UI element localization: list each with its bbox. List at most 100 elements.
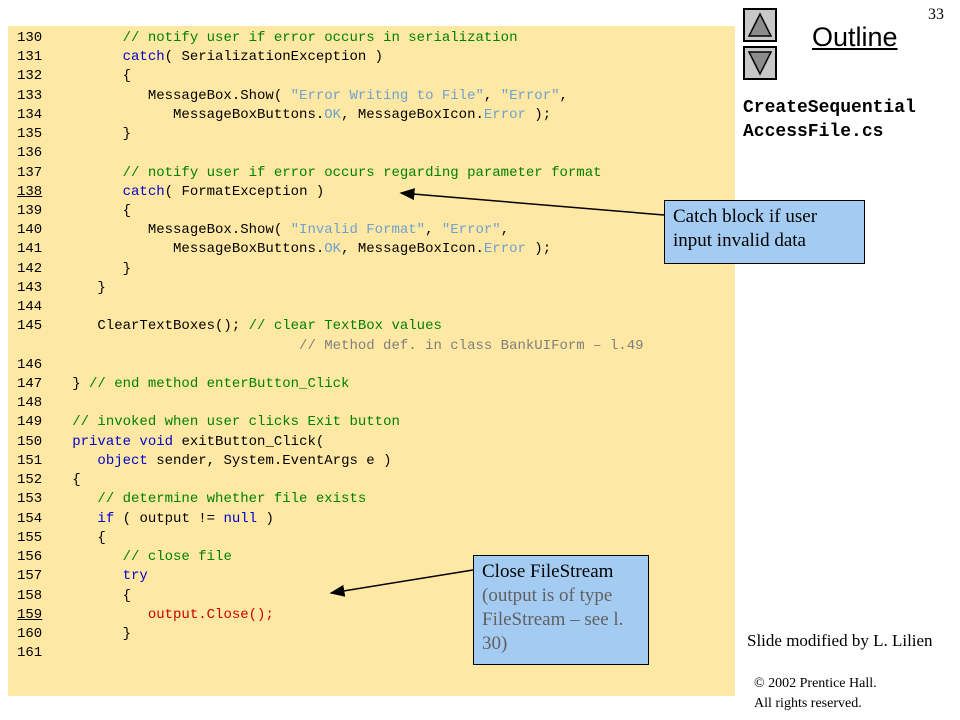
code-line-142: 142 } [17,261,132,277]
code-line-140: 140 MessageBox.Show( "Invalid Format", "… [17,222,510,238]
line-number: 159 [17,607,43,623]
line-number: 157 [17,568,43,584]
line-number: 135 [17,126,43,142]
callout-catch-block: Catch block if user input invalid data [664,200,865,264]
code-line-134: 134 MessageBoxButtons.OK, MessageBoxIcon… [17,107,552,123]
line-number: 143 [17,280,43,296]
file-name-line2: AccessFile.cs [743,122,884,142]
code-line-158: 158 { [17,588,132,604]
line-number: 131 [17,49,43,65]
code-keyword: catch [122,184,165,200]
code-line-146: 146 [17,356,47,375]
line-number: 148 [17,395,43,411]
code-line-138: 138 catch( FormatException ) [17,184,325,200]
triangle-up-icon [747,12,773,37]
code-enum-value: OK [324,107,342,123]
code-line-152: 152 { [17,472,81,488]
line-number: 156 [17,549,43,565]
line-number: 145 [17,318,43,334]
code-line-148: 148 [17,394,47,413]
code-keyword: catch [122,49,165,65]
line-number: 138 [17,184,43,200]
line-number: 150 [17,434,43,450]
code-comment: // clear TextBox values [248,318,442,334]
copyright: © 2002 Prentice Hall. All rights reserve… [754,674,877,714]
callout-close-filestream: Close FileStream (output is of type File… [473,555,649,665]
code-line-137: 137 // notify user if error occurs regar… [17,164,602,183]
outline-link[interactable]: Outline [812,22,898,52]
line-number: 141 [17,241,43,257]
callout-detail: (output is of type FileStream – see l. 3… [482,585,624,654]
code-line-145: 145 ClearTextBoxes(); // clear TextBox v… [17,318,442,334]
file-name-line1: CreateSequential [743,98,916,118]
line-number: 130 [17,30,43,46]
code-enum-value: Error [483,241,526,257]
code-line-149: 149 // invoked when user clicks Exit but… [17,413,400,432]
code-line-155: 155 { [17,530,106,546]
code-line-133: 133 MessageBox.Show( "Error Writing to F… [17,88,568,104]
code-line-157: 157 try [17,567,148,586]
line-number: 147 [17,376,43,392]
line-number: 142 [17,261,43,277]
copyright-line2: All rights reserved. [754,696,862,711]
code-line-154: 154 if ( output != null ) [17,511,274,527]
line-number: 137 [17,165,43,181]
code-keyword: if [97,511,115,527]
code-comment: // invoked when user clicks Exit button [72,414,400,430]
previous-slide-button[interactable] [743,8,777,42]
code-line-132: 132 { [17,68,132,84]
code-line-141: 141 MessageBoxButtons.OK, MessageBoxIcon… [17,241,552,257]
code-line-160: 160 } [17,626,132,642]
arrow-to-close [329,569,474,597]
code-line-139: 139 { [17,203,132,219]
modified-note: Slide modified by L. Lilien [747,631,933,650]
code-line-153: 153 // determine whether file exists [17,490,366,509]
line-number: 152 [17,472,43,488]
code-keyword: null [223,511,258,527]
code-comment: // notify user if error occurs in serial… [122,30,518,46]
code-annotation-comment: // Method def. in class BankUIForm – l.4… [299,338,644,354]
code-line-145-continued: // Method def. in class BankUIForm – l.4… [17,337,644,356]
code-string: "Error Writing to File" [290,88,484,104]
code-keyword: try [122,568,148,584]
line-number: 154 [17,511,43,527]
code-line-156: 156 // close file [17,548,232,567]
code-string: "Error" [500,88,560,104]
code-line-159: 159 output.Close(); [17,606,274,625]
line-number: 146 [17,357,43,373]
code-string: "Error" [441,222,501,238]
line-number: 151 [17,453,43,469]
code-comment: // close file [122,549,232,565]
code-keyword: object [97,453,148,469]
copyright-line1: © 2002 Prentice Hall. [754,676,877,691]
line-number: 161 [17,645,43,661]
line-number: 149 [17,414,43,430]
code-string: "Invalid Format" [290,222,426,238]
code-line-151: 151 object sender, System.EventArgs e ) [17,453,392,469]
line-number: 155 [17,530,43,546]
line-number: 139 [17,203,43,219]
next-slide-button[interactable] [743,46,777,80]
code-enum-value: Error [483,107,526,123]
line-number: 144 [17,299,43,315]
code-line-144: 144 [17,298,47,317]
code-comment: // end method enterButton_Click [89,376,350,392]
code-highlight: output.Close(); [147,607,274,623]
line-number: 136 [17,145,43,161]
code-comment: // notify user if error occurs regarding… [122,165,602,181]
line-number: 133 [17,88,43,104]
arrow-to-catch [399,188,665,216]
slide-number: 33 [928,6,944,23]
code-line-131: 131 catch( SerializationException ) [17,49,384,65]
code-line-161: 161 [17,644,47,663]
line-number: 132 [17,68,43,84]
code-line-147: 147 } // end method enterButton_Click [17,376,350,392]
code-keyword: private void [72,434,174,450]
code-enum-value: OK [324,241,342,257]
code-line-143: 143 } [17,280,106,296]
callout-title: Close FileStream [482,561,614,582]
line-number: 140 [17,222,43,238]
line-number: 158 [17,588,43,604]
code-line-130: 130 // notify user if error occurs in se… [17,29,518,48]
